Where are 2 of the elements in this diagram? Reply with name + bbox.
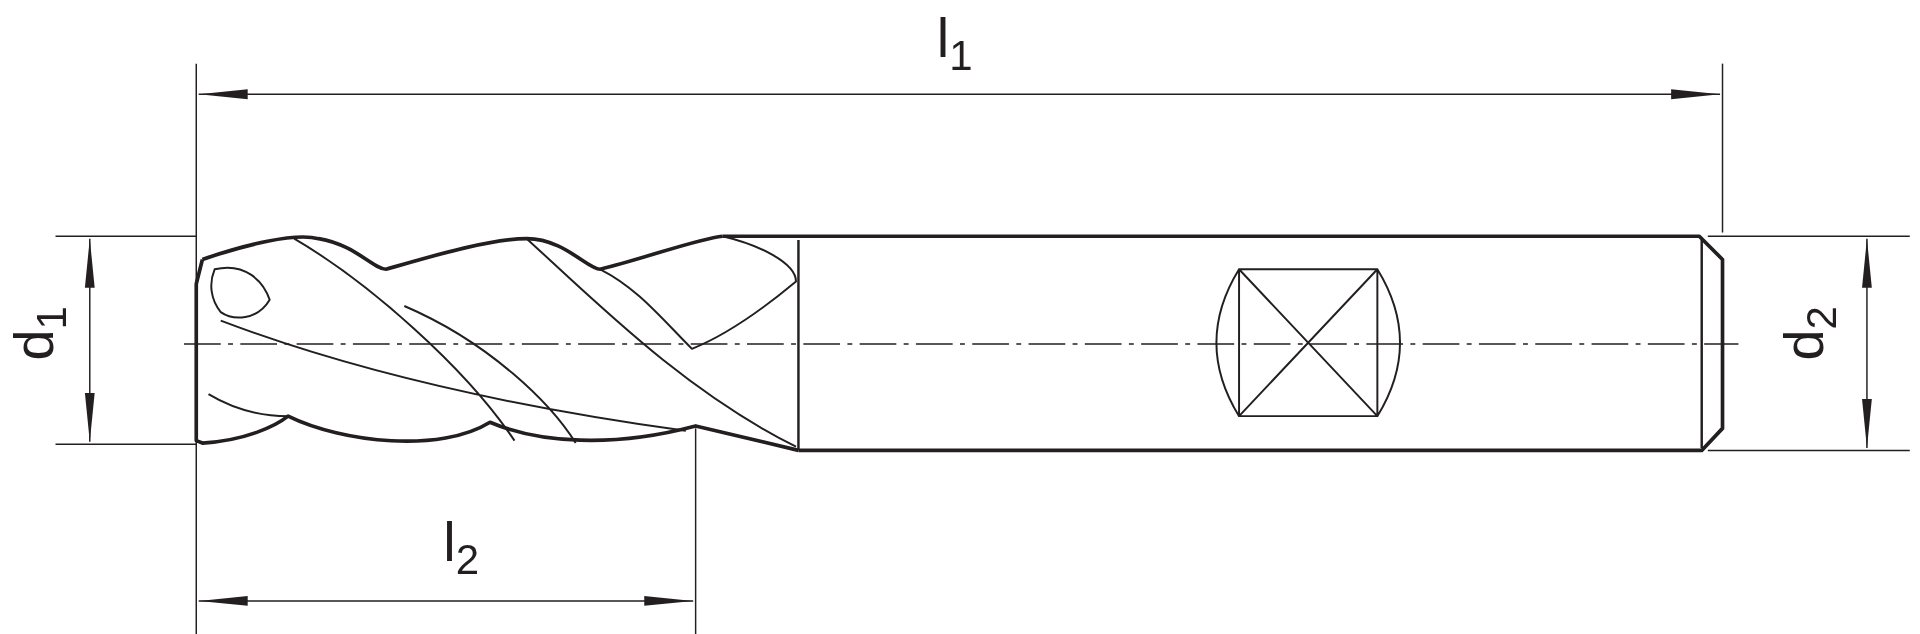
dimension-label: l$_{1}$: [936, 9, 973, 77]
dimension-label: l$_{2}$: [443, 514, 480, 581]
